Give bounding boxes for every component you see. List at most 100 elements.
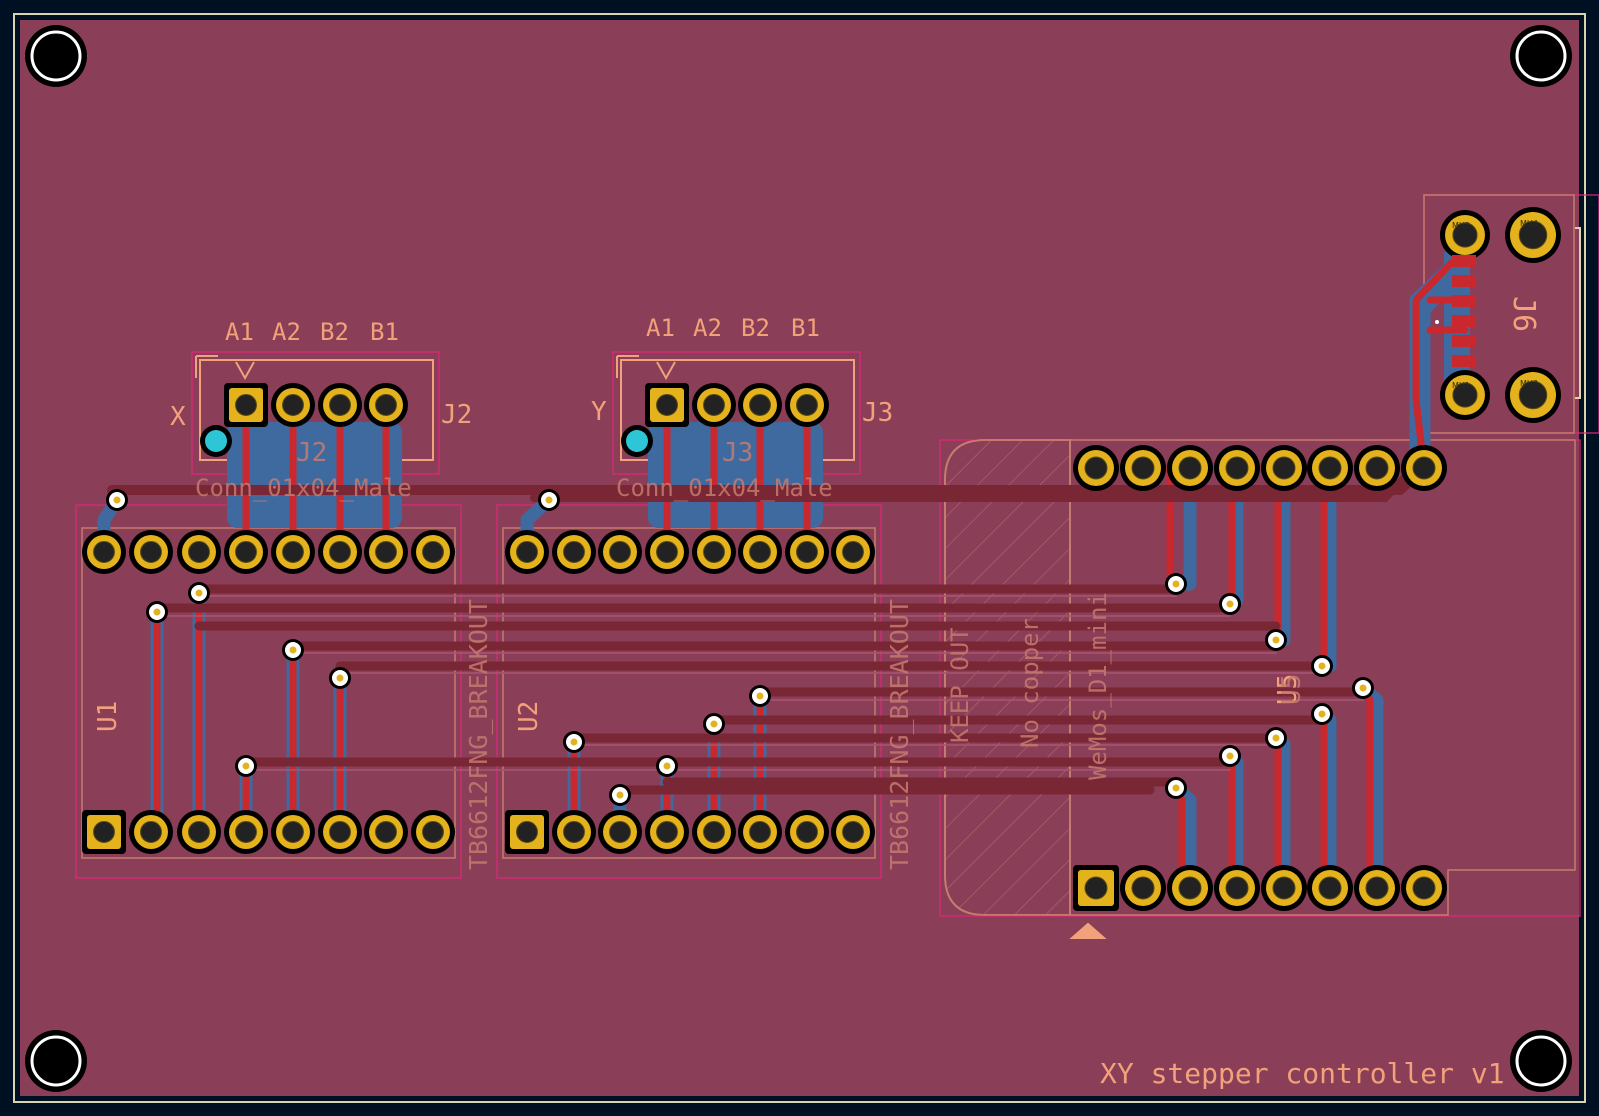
- u1-bottom-pad: [82, 810, 126, 854]
- u5-bottom-pad: [1307, 865, 1353, 911]
- u1-bottom-pad: [411, 810, 455, 854]
- u1-top-pad: [318, 530, 362, 574]
- j6-pad-mh3: MH3: [1520, 379, 1538, 388]
- j2-pad: [271, 383, 315, 427]
- u1-top-pad: [364, 530, 408, 574]
- u2-bottom-pad: [505, 810, 549, 854]
- keepout-sublabel: No copper: [1016, 618, 1044, 748]
- u2-value: TB6612FNG_BREAKOUT: [885, 599, 914, 870]
- u2-top-pad: [505, 530, 549, 574]
- mounting-holes: [25, 25, 1572, 1092]
- j2-pin-b1: B1: [370, 318, 399, 346]
- j6-mount-pad: [1505, 367, 1561, 423]
- u5-top-pad: [1214, 445, 1260, 491]
- j3-pin-a2: A2: [693, 314, 722, 342]
- fiducial-markers: [200, 425, 653, 457]
- j6-pad-labels: MH2 MH4 MH1 MH3: [1452, 219, 1538, 390]
- u5-top-pad: [1354, 445, 1400, 491]
- u2-top-pad: [645, 530, 689, 574]
- u5-value: WeMos_D1_mini: [1084, 592, 1112, 780]
- j2-pad: [224, 383, 268, 427]
- u1-top-pad: [177, 530, 221, 574]
- u5-bottom-pad: [1167, 865, 1213, 911]
- j3-fab-reference: J3: [722, 438, 753, 468]
- u1-bottom-pad: [318, 810, 362, 854]
- u2-bottom-pad: [831, 810, 875, 854]
- j3-pad: [785, 383, 829, 427]
- u2-top-pad: [598, 530, 642, 574]
- axis-label-x: X: [170, 402, 186, 432]
- j2-pad: [318, 383, 362, 427]
- u1-bottom-pad: [364, 810, 408, 854]
- j3-pin-b1: B1: [791, 314, 820, 342]
- j3-pin-labels: A1 A2 B2 B1: [646, 314, 820, 342]
- u1-top-pad: [271, 530, 315, 574]
- u5-bottom-pad: [1073, 865, 1119, 911]
- silk-text: A1 A2 B2 B1 A1 A2 B2 B1 X Y J2 J3 J2 J3 …: [93, 296, 1541, 1090]
- bus-traces: [107, 463, 1429, 795]
- j3-pad: [645, 383, 689, 427]
- j6-mount-pad: [1440, 210, 1490, 260]
- u2-top-pad: [692, 530, 736, 574]
- u2-top-pad: [785, 530, 829, 574]
- u1-reference: U1: [93, 701, 123, 732]
- j3-pad: [692, 383, 736, 427]
- u1-value: TB6612FNG_BREAKOUT: [464, 599, 493, 870]
- j2-value: Conn_01x04_Male: [195, 474, 412, 502]
- u1-bottom-pad: [224, 810, 268, 854]
- j3-pin-b2: B2: [741, 314, 770, 342]
- j6-pad-mh1: MH1: [1452, 381, 1470, 390]
- u5-bottom-pad: [1401, 865, 1447, 911]
- u2-top-pad: [552, 530, 596, 574]
- board-edge: [13, 13, 1586, 1103]
- u5-top-pad: [1401, 445, 1447, 491]
- u5-bottom-pad: [1354, 865, 1400, 911]
- u2-bottom-pad: [785, 810, 829, 854]
- u1-top-pad: [411, 530, 455, 574]
- u5-top-pad: [1073, 445, 1119, 491]
- j6-reference: J6: [1506, 296, 1541, 332]
- j3-pin-a1: A1: [646, 314, 675, 342]
- u5-fab-reference: U5: [1277, 674, 1307, 705]
- u2-top-pad: [831, 530, 875, 574]
- u5-reference: U5: [1273, 674, 1303, 705]
- u5-bottom-pad: [1214, 865, 1260, 911]
- u2-bottom-pad: [598, 810, 642, 854]
- j2-reference: J2: [441, 400, 472, 430]
- u2-top-pad: [738, 530, 782, 574]
- u1-top-pad: [224, 530, 268, 574]
- j2-pin-b2: B2: [320, 318, 349, 346]
- j2-pad: [364, 383, 408, 427]
- j3-value: Conn_01x04_Male: [616, 474, 833, 502]
- j3-reference: J3: [862, 398, 893, 428]
- u5-top-pad: [1307, 445, 1353, 491]
- u5-top-pad: [1120, 445, 1166, 491]
- j6-mount-pad: [1440, 370, 1490, 420]
- vias: [106, 489, 1374, 806]
- j2-pin-a2: A2: [272, 318, 301, 346]
- u2-reference: U2: [514, 701, 544, 732]
- u5-bottom-pad: [1261, 865, 1307, 911]
- u1-bottom-pad: [177, 810, 221, 854]
- j3-pad: [738, 383, 782, 427]
- keepout-label: KEEP OUT: [946, 627, 974, 743]
- u5-bottom-pad: [1120, 865, 1166, 911]
- j2-fab-reference: J2: [296, 438, 327, 468]
- axis-label-y: Y: [591, 397, 607, 427]
- j2-pin-a1: A1: [225, 318, 254, 346]
- j6-pad-mh2: MH2: [1452, 221, 1470, 230]
- pads: [82, 207, 1561, 911]
- u1-bottom-pad: [129, 810, 173, 854]
- u1-bottom-pad: [271, 810, 315, 854]
- u2-bottom-pad: [552, 810, 596, 854]
- u1-top-pad: [129, 530, 173, 574]
- j6-mount-pad: [1505, 207, 1561, 263]
- u1-top-pad: [82, 530, 126, 574]
- u5-top-pad: [1261, 445, 1307, 491]
- u2-bottom-pad: [645, 810, 689, 854]
- u5-top-pad: [1167, 445, 1213, 491]
- j6-pad-mh4: MH4: [1520, 219, 1538, 228]
- j6-smd-pads: [1435, 255, 1476, 367]
- board-title: XY stepper controller v1: [1100, 1057, 1505, 1090]
